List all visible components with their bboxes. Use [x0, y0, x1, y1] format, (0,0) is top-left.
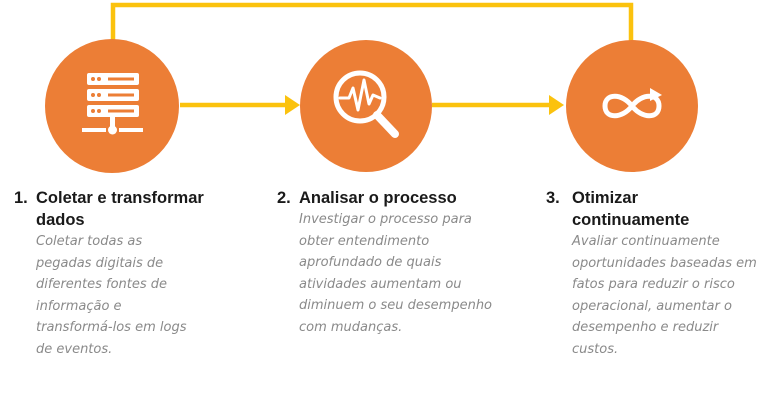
- step-1: 1. Coletar e transformar dados Coletar t…: [14, 187, 224, 360]
- arrow-step1-to-step2-head: [285, 95, 300, 115]
- step-2-title: 2. Analisar o processo: [277, 187, 507, 209]
- step-1-description: Coletar todas as pegadas digitais de dif…: [36, 234, 187, 357]
- step-1-number: 1.: [14, 189, 28, 207]
- infinity-icon: [602, 88, 662, 119]
- step-3-name: Otimizar continuamente: [572, 189, 690, 229]
- step-2: 2. Analisar o processo Investigar o proc…: [277, 187, 507, 338]
- magnifier-pulse-icon: [333, 70, 399, 138]
- server-icon: [82, 73, 143, 135]
- step-3: 3. Otimizar continuamente Avaliar contin…: [546, 187, 766, 360]
- step-2-description: Investigar o processo para obter entendi…: [299, 212, 493, 335]
- step-1-title: 1. Coletar e transformar dados: [14, 187, 224, 231]
- step-3-number: 3.: [546, 189, 560, 207]
- step-2-name: Analisar o processo: [299, 189, 457, 207]
- step-3-title: 3. Otimizar continuamente: [546, 187, 766, 231]
- feedback-loop-arrow: [110, 2, 634, 44]
- step2-circle: [300, 40, 432, 172]
- step-2-number: 2.: [277, 189, 291, 207]
- arrow-step2-to-step3-head: [549, 95, 564, 115]
- step-3-description: Avaliar continuamente oportunidades base…: [572, 234, 757, 357]
- step-1-name: Coletar e transformar dados: [36, 189, 204, 229]
